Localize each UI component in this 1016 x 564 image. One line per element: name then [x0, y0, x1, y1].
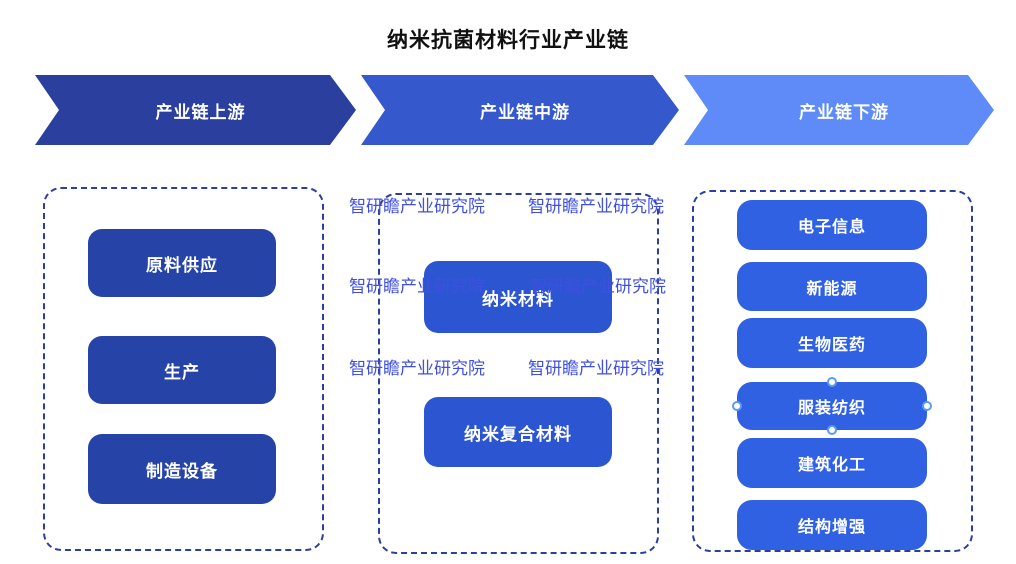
node-nano-composite-materials[interactable]: 纳米复合材料: [424, 397, 612, 467]
group-box-downstream[interactable]: [692, 190, 973, 552]
node-biomedicine[interactable]: 生物医药: [737, 318, 927, 368]
node-manufacturing-equipment[interactable]: 制造设备: [88, 434, 276, 504]
node-nano-materials[interactable]: 纳米材料: [424, 261, 612, 333]
node-structural-reinforcement[interactable]: 结构增强: [737, 500, 927, 550]
stage-label-downstream: 产业链下游: [799, 102, 889, 122]
stage-arrow-downstream[interactable]: 产业链下游: [684, 75, 994, 145]
page-title: 纳米抗菌材料行业产业链: [387, 29, 629, 52]
group-box-midstream[interactable]: [378, 193, 659, 554]
node-production[interactable]: 生产: [88, 336, 276, 404]
selection-handle-left[interactable]: [732, 401, 742, 411]
node-new-energy[interactable]: 新能源: [737, 262, 927, 311]
node-construction-chemical[interactable]: 建筑化工: [737, 438, 927, 488]
selection-handle-top[interactable]: [827, 377, 837, 387]
stage-label-midstream: 产业链中游: [480, 102, 570, 122]
selection-handle-bottom[interactable]: [827, 425, 837, 435]
selection-handle-right[interactable]: [922, 401, 932, 411]
stage-arrow-midstream[interactable]: 产业链中游: [361, 75, 679, 145]
node-raw-material-supply[interactable]: 原料供应: [88, 229, 276, 297]
node-electronic-information[interactable]: 电子信息: [737, 200, 927, 250]
node-apparel-textile[interactable]: 服装纺织: [737, 382, 927, 430]
stage-arrow-upstream[interactable]: 产业链上游: [35, 75, 356, 145]
group-box-upstream[interactable]: [43, 187, 324, 551]
stage-label-upstream: 产业链上游: [155, 102, 246, 122]
